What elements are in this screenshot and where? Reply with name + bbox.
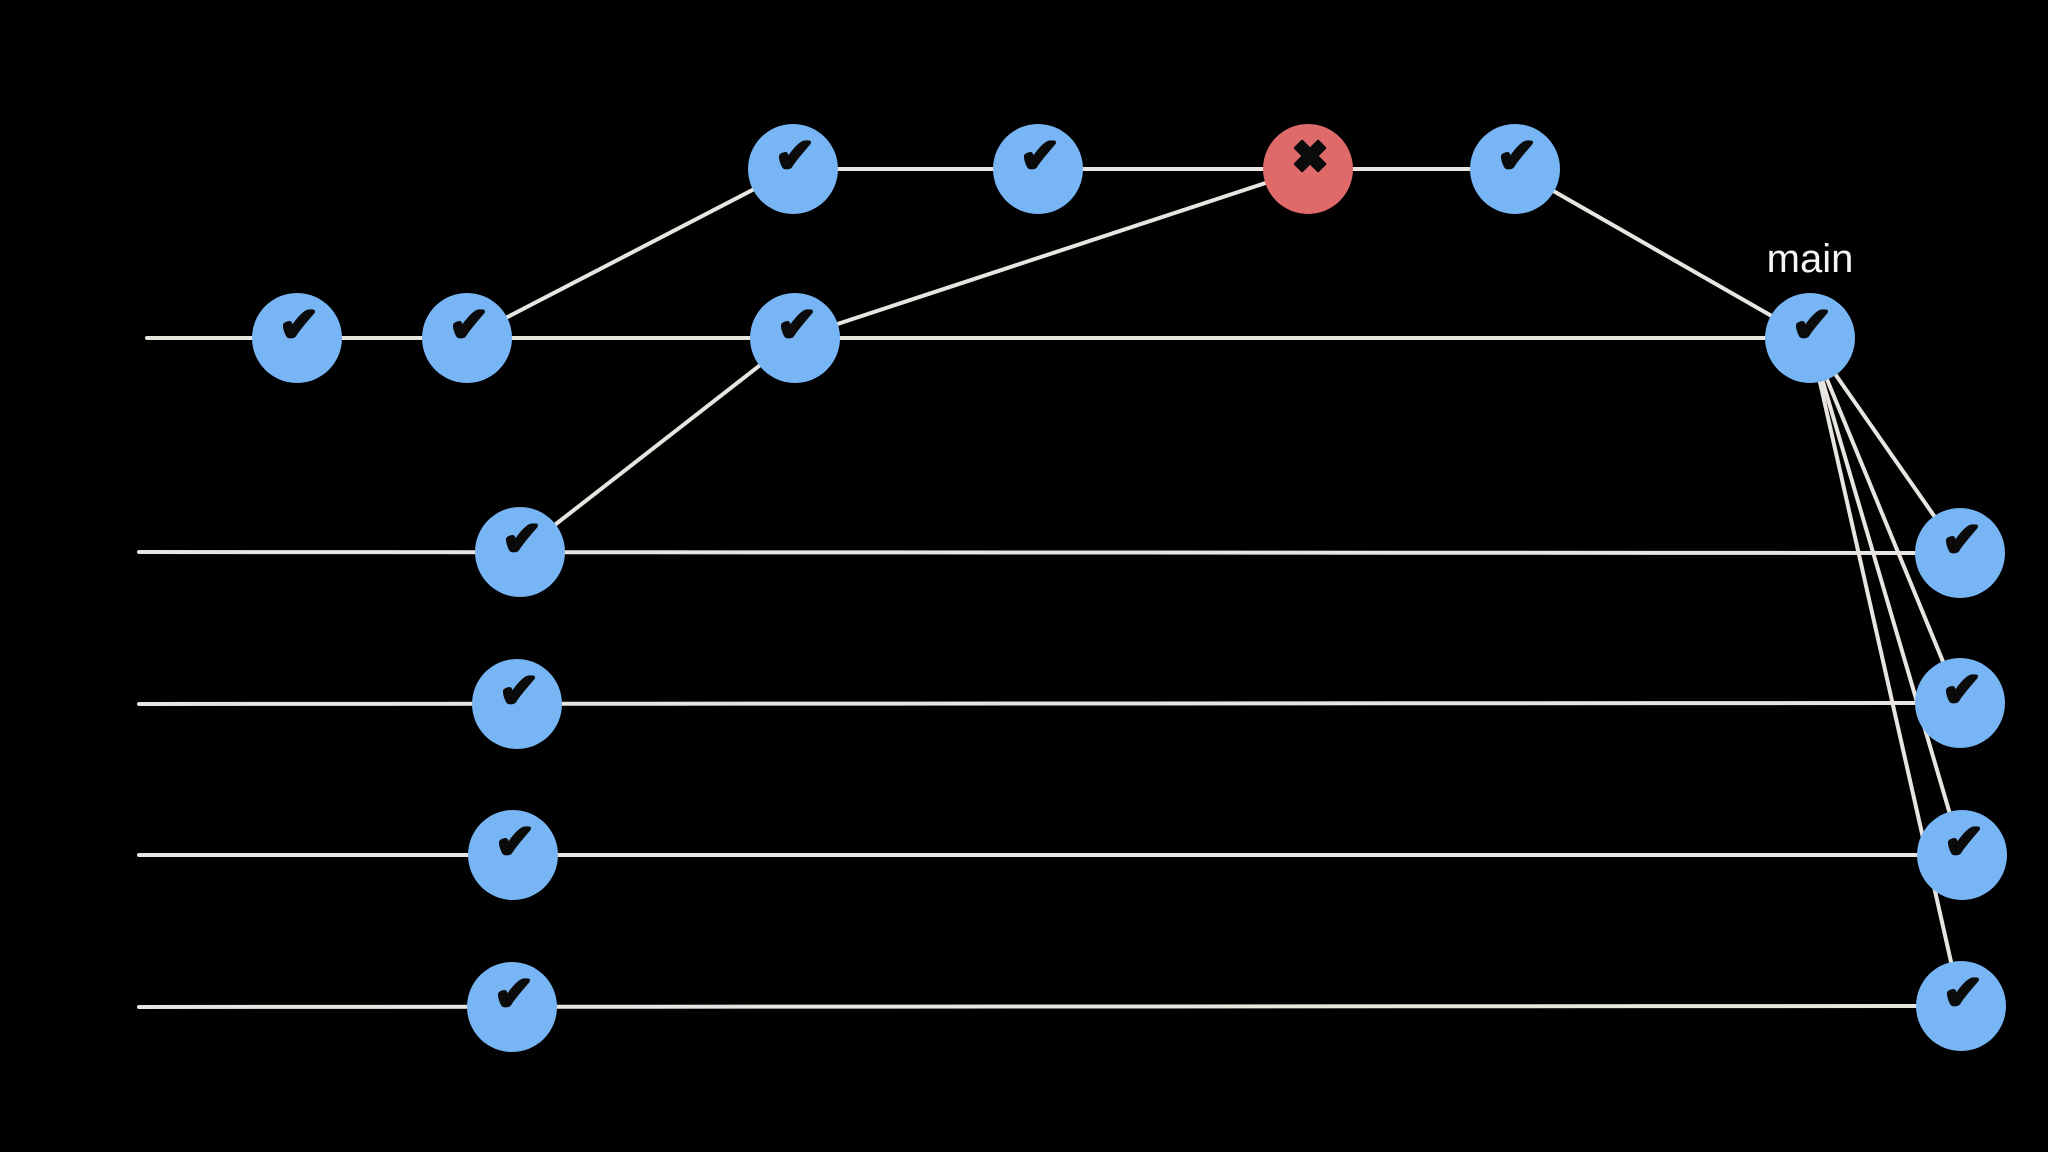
branch-edge <box>518 336 797 554</box>
commit-circle <box>1917 810 2007 900</box>
branch-edge <box>1808 336 1964 857</box>
commit-circle <box>475 507 565 597</box>
commit-circle <box>750 293 840 383</box>
commit-node-top-branch-c2[interactable]: ✔ <box>993 124 1083 214</box>
commit-circle <box>252 293 342 383</box>
check-icon: ✔ <box>495 814 535 870</box>
commit-node-main-head[interactable]: ✔ <box>1765 293 1855 383</box>
commit-circle <box>472 659 562 749</box>
branch-edge <box>137 550 1962 555</box>
commit-node-branch5-c1[interactable]: ✔ <box>468 810 558 900</box>
branch-label-main[interactable]: main <box>1767 237 1854 281</box>
commit-circle <box>467 962 557 1052</box>
check-icon: ✔ <box>775 128 815 184</box>
commit-node-branch3-c2[interactable]: ✔ <box>1915 508 2005 598</box>
commit-circle <box>1915 508 2005 598</box>
commit-node-main-c3[interactable]: ✔ <box>750 293 840 383</box>
commit-node-branch5-c2[interactable]: ✔ <box>1917 810 2007 900</box>
commit-node-top-branch-c4[interactable]: ✔ <box>1470 124 1560 214</box>
commit-node-top-branch-c3[interactable]: ✖ <box>1263 124 1353 214</box>
check-icon: ✔ <box>1943 965 1983 1021</box>
branch-edge <box>1808 336 1962 705</box>
commit-circle <box>1916 961 2006 1051</box>
check-icon: ✔ <box>449 297 489 353</box>
check-icon: ✔ <box>1020 128 1060 184</box>
branch-edge <box>465 167 795 340</box>
branch-edge <box>793 167 1310 340</box>
branch-edge <box>1808 336 1963 1008</box>
cross-icon: ✖ <box>1292 132 1329 183</box>
check-icon: ✔ <box>1497 128 1537 184</box>
check-icon: ✔ <box>279 297 319 353</box>
commit-node-main-c1[interactable]: ✔ <box>252 293 342 383</box>
check-icon: ✔ <box>1942 662 1982 718</box>
branch-edge <box>1513 167 1812 340</box>
commit-node-branch6-c2[interactable]: ✔ <box>1916 961 2006 1051</box>
commit-circle <box>468 810 558 900</box>
check-icon: ✔ <box>1942 512 1982 568</box>
commit-circle <box>993 124 1083 214</box>
commit-node-branch4-c1[interactable]: ✔ <box>472 659 562 749</box>
commit-node-branch3-c1[interactable]: ✔ <box>475 507 565 597</box>
check-icon: ✔ <box>1944 814 1984 870</box>
failed-commit-circle <box>1263 124 1353 214</box>
commit-node-main-c2[interactable]: ✔ <box>422 293 512 383</box>
commit-circle <box>422 293 512 383</box>
check-icon: ✔ <box>502 511 542 567</box>
commit-node-top-branch-c1[interactable]: ✔ <box>748 124 838 214</box>
check-icon: ✔ <box>777 297 817 353</box>
branch-edge <box>137 701 1962 706</box>
check-icon: ✔ <box>1792 297 1832 353</box>
branch-edge <box>137 1004 1963 1009</box>
commit-node-branch4-c2[interactable]: ✔ <box>1915 658 2005 748</box>
commit-circle <box>748 124 838 214</box>
check-icon: ✔ <box>499 663 539 719</box>
commit-node-branch6-c1[interactable]: ✔ <box>467 962 557 1052</box>
commit-circle <box>1765 293 1855 383</box>
commit-circle <box>1470 124 1560 214</box>
check-icon: ✔ <box>494 966 534 1022</box>
commit-circle <box>1915 658 2005 748</box>
